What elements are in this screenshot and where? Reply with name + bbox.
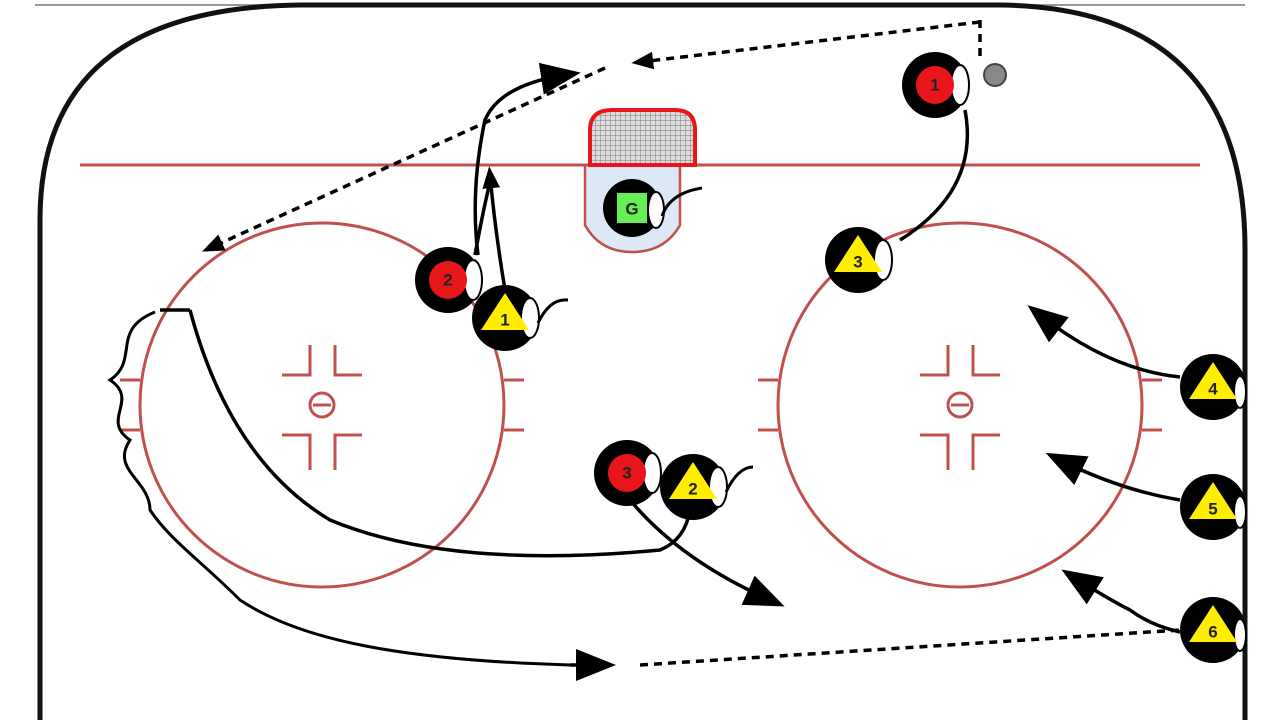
goal-net xyxy=(588,108,697,167)
skate-arrow xyxy=(1027,305,1181,379)
defense-player-4: 4 xyxy=(1180,354,1247,420)
skate-arrow xyxy=(1045,452,1181,502)
right-faceoff-circle xyxy=(758,221,1162,589)
skate-path xyxy=(899,109,970,242)
svg-text:1: 1 xyxy=(930,76,939,95)
puck xyxy=(983,63,1007,87)
defense-player-5: 5 xyxy=(1180,474,1247,540)
svg-text:3: 3 xyxy=(853,253,862,272)
offense-player-1: 1 xyxy=(902,52,970,118)
skate-arrow xyxy=(482,166,507,291)
skate-arrow xyxy=(473,62,581,256)
offense-player-2: 2 xyxy=(415,247,483,313)
svg-text:G: G xyxy=(625,200,638,219)
offense-player-3: 3 xyxy=(594,440,662,506)
svg-text:2: 2 xyxy=(688,480,697,499)
skate-path xyxy=(188,309,692,558)
pass-arrow xyxy=(201,66,606,252)
svg-text:6: 6 xyxy=(1208,623,1217,642)
pass-arrow xyxy=(631,20,981,70)
svg-text:2: 2 xyxy=(443,271,452,290)
skate-arrow xyxy=(1061,569,1181,634)
pass-line xyxy=(639,628,1181,667)
svg-text:1: 1 xyxy=(500,311,509,330)
goalie: G xyxy=(603,179,703,237)
left-faceoff-circle xyxy=(120,221,524,589)
defense-player-3: 3 xyxy=(825,227,893,293)
rink-boards xyxy=(37,2,1248,720)
defense-player-6: 6 xyxy=(1180,597,1247,663)
skate-arrow xyxy=(628,498,785,607)
wavy-skate-path xyxy=(107,310,571,667)
svg-text:3: 3 xyxy=(622,464,631,483)
drill-paths xyxy=(107,20,1181,681)
defense-player-2: 2 xyxy=(660,454,754,520)
defense-player-1: 1 xyxy=(472,285,569,351)
svg-text:5: 5 xyxy=(1208,500,1217,519)
svg-text:4: 4 xyxy=(1208,380,1218,399)
